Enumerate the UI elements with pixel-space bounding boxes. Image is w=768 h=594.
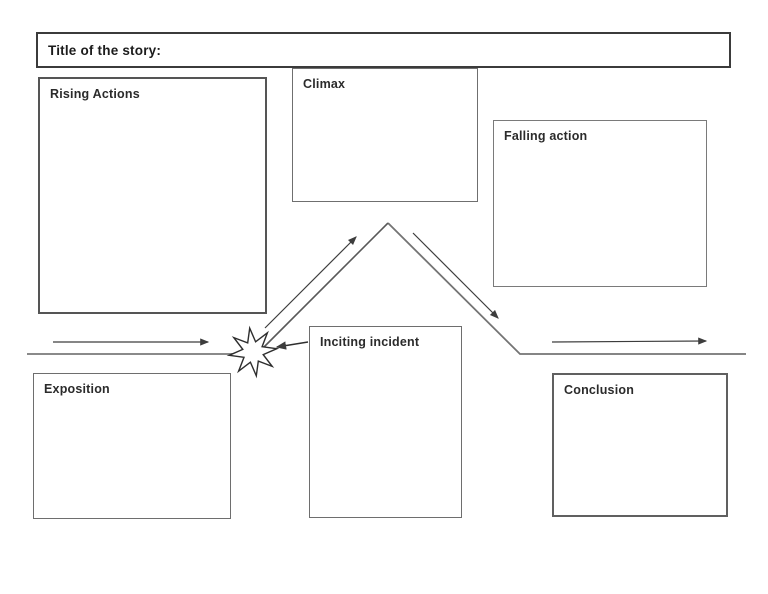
falling-action-label: Falling action bbox=[504, 129, 588, 143]
conclusion-arrow bbox=[551, 337, 708, 345]
exposition-label: Exposition bbox=[44, 382, 110, 396]
inciting-pointer-arrow bbox=[275, 341, 309, 350]
climax-label: Climax bbox=[303, 77, 346, 91]
conclusion-label: Conclusion bbox=[564, 383, 635, 397]
climax-box[interactable]: Climax bbox=[292, 68, 478, 202]
title-label: Title of the story: bbox=[48, 42, 162, 58]
starburst-icon bbox=[226, 325, 280, 379]
falling-action-box[interactable]: Falling action bbox=[493, 120, 707, 287]
falling-action-arrow bbox=[412, 232, 499, 319]
inciting-incident-box[interactable]: Inciting incident bbox=[309, 326, 462, 518]
rising-action-arrow bbox=[264, 236, 357, 329]
title-box[interactable]: Title of the story: bbox=[36, 32, 731, 68]
rising-actions-box[interactable]: Rising Actions bbox=[38, 77, 267, 314]
exposition-box[interactable]: Exposition bbox=[33, 373, 231, 519]
inciting-incident-label: Inciting incident bbox=[320, 335, 420, 349]
conclusion-box[interactable]: Conclusion bbox=[552, 373, 728, 517]
rising-actions-label: Rising Actions bbox=[50, 87, 140, 101]
